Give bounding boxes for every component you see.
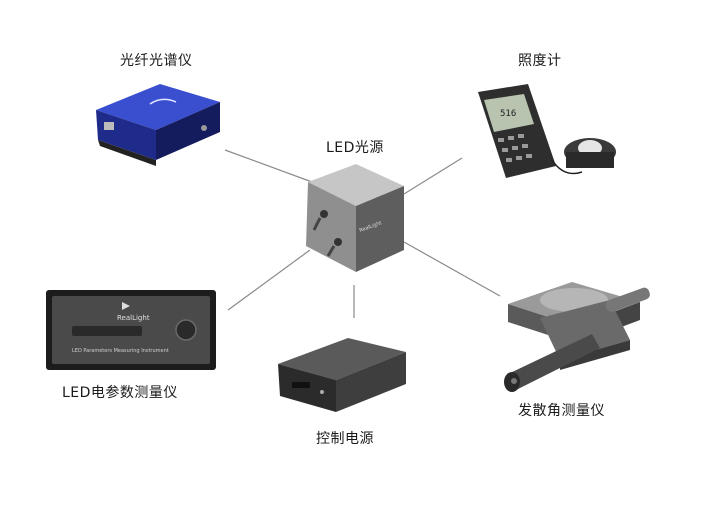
meter-brand: RealLight (117, 314, 150, 322)
label-power-supply: 控制电源 (316, 431, 374, 447)
label-goniometer: 发散角测量仪 (518, 403, 605, 419)
connector-lines (224, 149, 501, 318)
line-to-led-meter (227, 249, 311, 311)
led-meter-device: RealLight LED Parameters Measuring Instr… (46, 290, 216, 370)
meter-caption: LED Parameters Measuring Instrument (72, 348, 169, 354)
label-led-source: LED光源 (326, 140, 384, 156)
line-to-illuminometer (403, 157, 463, 195)
line-to-goniometer (403, 241, 501, 297)
label-illuminometer: 照度计 (518, 53, 562, 69)
spectrometer-device (96, 84, 220, 166)
led-source-cube: RealLight (306, 164, 404, 272)
label-led-meter: LED电参数测量仪 (62, 385, 178, 401)
goniometer-device (504, 282, 650, 392)
label-spectrometer: 光纤光谱仪 (120, 53, 193, 69)
line-to-spectrometer (224, 149, 313, 183)
power-supply-device (278, 338, 406, 412)
svg-text:516: 516 (500, 109, 516, 119)
illuminometer-device: 516 (478, 84, 616, 178)
